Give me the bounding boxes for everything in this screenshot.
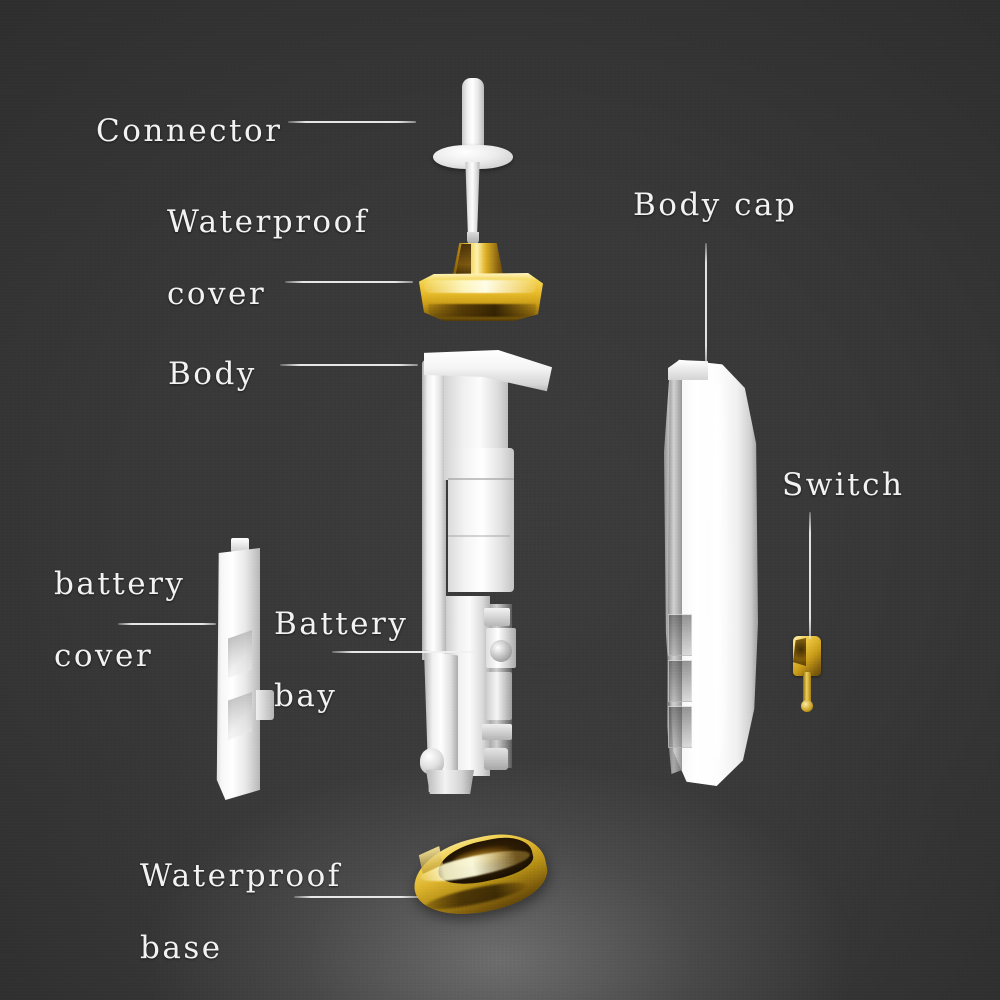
- label-battery-bay: Battery bay: [274, 588, 408, 732]
- leader-line-battery-cover: [118, 623, 216, 625]
- label-waterproof-cover-line1: Waterproof: [167, 204, 369, 240]
- leader-line-battery-bay: [332, 651, 477, 653]
- battery-contact-bottom-icon: [484, 748, 508, 770]
- battery-cover-top-tab-icon: [231, 538, 249, 552]
- body-foot-icon: [426, 770, 474, 794]
- connector-stem-icon: [465, 162, 480, 240]
- leader-line-waterproof-cover: [285, 281, 413, 283]
- body-seam-secondary-icon: [448, 535, 510, 537]
- body-cap-slot-lower-icon: [668, 706, 692, 748]
- leader-line-waterproof-base: [294, 896, 418, 898]
- battery-cover-groove-lower-icon: [228, 692, 252, 740]
- body-seam-icon: [448, 478, 514, 480]
- connector-shaft-icon: [462, 78, 484, 156]
- battery-cover-groove-upper-icon: [228, 630, 252, 678]
- leader-line-body: [280, 364, 418, 366]
- body-cap-slot-middle-icon: [668, 660, 692, 702]
- leader-line-switch: [809, 512, 811, 639]
- label-waterproof-base: Waterproof base: [140, 840, 342, 984]
- body-left-rail-icon: [422, 360, 446, 660]
- label-battery-bay-line2: bay: [274, 678, 338, 714]
- label-switch: Switch: [782, 467, 905, 503]
- label-waterproof-base-line2: base: [140, 930, 223, 966]
- leader-line-body-cap: [705, 243, 707, 365]
- body-cap-slot-upper-icon: [668, 614, 692, 656]
- label-body: Body: [168, 356, 257, 392]
- waterproof-cover-shadow-icon: [428, 304, 536, 317]
- battery-contact-round-icon: [490, 640, 512, 662]
- label-waterproof-cover-line2: cover: [167, 276, 267, 312]
- body-foot-knob-icon: [420, 748, 444, 774]
- label-body-cap: Body cap: [633, 187, 798, 223]
- connector-tip-icon: [467, 232, 479, 244]
- body-core-mid-icon: [448, 448, 514, 592]
- label-connector: Connector: [96, 113, 283, 149]
- switch-stem-icon: [803, 672, 811, 706]
- battery-cover-side-tab-icon: [256, 690, 274, 720]
- waterproof-cover-highlight-icon: [424, 280, 536, 293]
- label-waterproof-base-line1: Waterproof: [140, 858, 342, 894]
- label-battery-cover-line1: battery: [54, 566, 186, 602]
- battery-contact-mid-icon: [486, 672, 512, 720]
- body-cap-notch-icon: [668, 360, 708, 380]
- label-battery-cover: battery cover: [54, 548, 185, 692]
- label-battery-cover-line2: cover: [54, 638, 154, 674]
- switch-head-shadow-icon: [793, 638, 806, 666]
- label-battery-bay-line1: Battery: [274, 606, 409, 642]
- battery-contact-top-icon: [484, 608, 510, 626]
- leader-line-connector: [288, 121, 416, 123]
- label-waterproof-cover: Waterproof cover: [167, 186, 369, 330]
- body-cap-highlight-icon: [702, 380, 732, 760]
- switch-tip-icon: [801, 700, 813, 712]
- battery-contact-lower-icon: [482, 724, 512, 740]
